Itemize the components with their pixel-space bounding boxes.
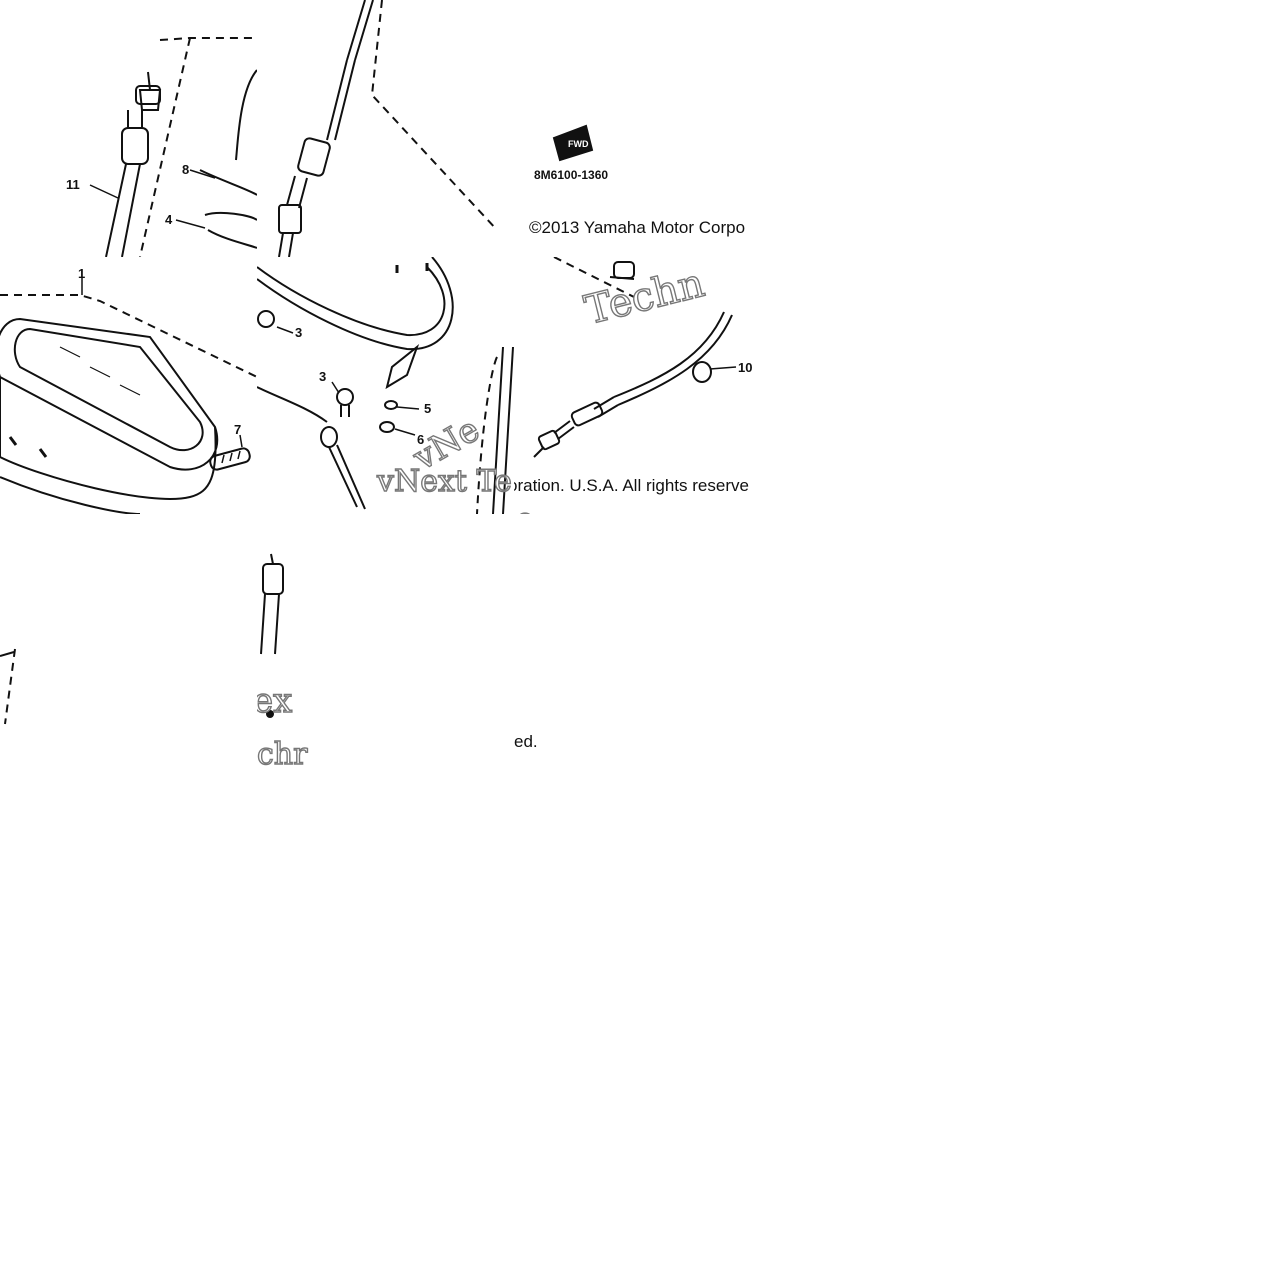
fragment-left-drawing <box>0 648 16 725</box>
copyright-line-1: ©2013 Yamaha Motor Corpo <box>529 218 746 237</box>
diagram-code: 8M6100-1360 <box>534 168 609 182</box>
cable-10-drawing <box>533 257 737 458</box>
watermark-ex: ex <box>257 681 293 721</box>
cable-11-drawing <box>89 37 257 257</box>
callout-1: 1 <box>78 266 86 281</box>
callout-11: 11 <box>66 177 80 192</box>
diagram-tile-speedometer: 1 7 <box>0 257 257 514</box>
bezel-drawing <box>257 257 514 514</box>
speedometer-drawing <box>0 277 257 514</box>
diagram-tile-fragment-cable: ex chr <box>257 514 514 771</box>
callout-8: 8 <box>182 162 190 177</box>
watermark-o: o <box>515 504 534 514</box>
copyright-line-2: oration. U.S.A. All rights reserve <box>514 476 749 495</box>
callout-4: 4 <box>165 212 173 227</box>
copyright-line-3: ed. <box>514 732 538 751</box>
diagram-tile-copyright-tail: ed. <box>514 514 771 771</box>
diagram-tile-bulbs: FWD 5 6 3 8M6100-1360 ©2013 Yamaha Motor… <box>514 0 771 257</box>
callout-5: 5 <box>424 401 432 416</box>
cable-fitting-drawing <box>278 0 498 257</box>
fragment-cable-drawing <box>260 553 284 718</box>
callout-10: 10 <box>738 360 753 375</box>
watermark-next-te: vNext Te <box>376 464 512 499</box>
callout-7: 7 <box>234 422 242 437</box>
diagram-tile-bezel: 3 3 5 6 vNext Te vNe <box>257 257 514 514</box>
callout-3-mid: 3 <box>319 369 327 384</box>
diagram-tile-cable-10: 10 Techn oration. U.S.A. All rights rese… <box>514 257 771 514</box>
svg-text:FWD: FWD <box>568 139 589 149</box>
diagram-tile-cable-11: 11 8 4 <box>0 0 257 257</box>
callout-6: 6 <box>417 432 425 447</box>
diagram-tile-fragment-left <box>0 514 257 771</box>
watermark-chr: chr <box>257 737 308 771</box>
callout-3-left: 3 <box>295 325 303 340</box>
bulbs-drawing: FWD <box>552 124 594 162</box>
diagram-tile-cable-fitting <box>257 0 514 257</box>
